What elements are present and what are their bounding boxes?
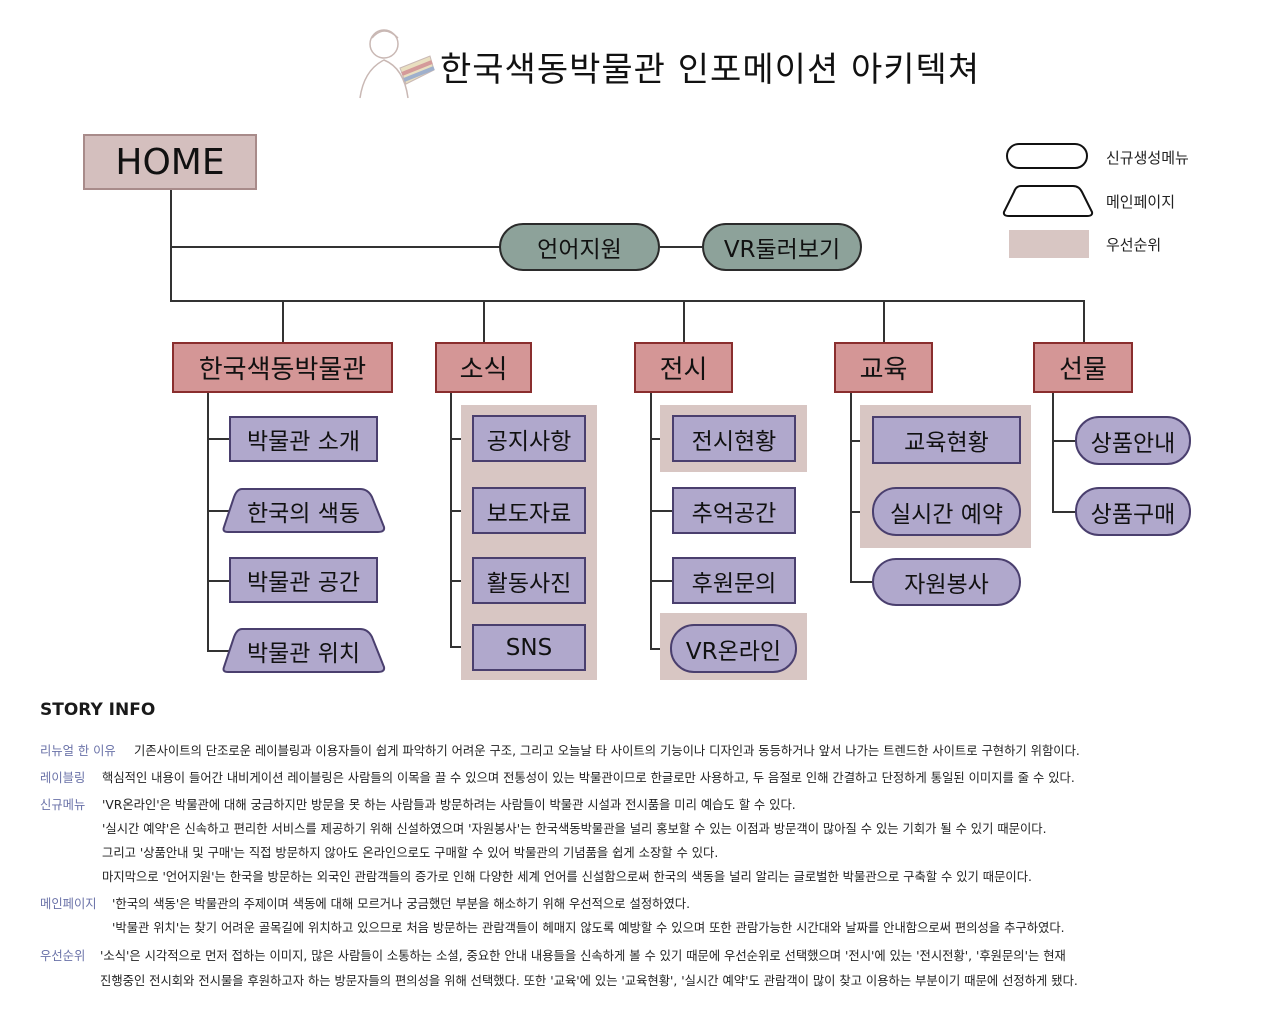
story-heading: STORY INFO <box>40 700 156 720</box>
legend-main-page-swatch <box>1001 184 1095 218</box>
story-label-main-page: 메인페이지 <box>40 897 97 911</box>
story-label-labeling: 레이블링 <box>40 771 86 785</box>
menu-notice[interactable]: 공지사항 <box>472 415 586 462</box>
menu-activity-photos[interactable]: 활동사진 <box>472 557 586 604</box>
menu-exhibit-status[interactable]: 전시현황 <box>672 415 796 462</box>
story-text: 그리고 '상품안내 및 구매'는 직접 방문하지 않아도 온라인으로도 구매할 … <box>102 846 719 860</box>
page-title: 한국색동박물관 인포메이션 아키텍쳐 <box>440 50 981 90</box>
menu-museum-space[interactable]: 박물관 공간 <box>229 557 378 603</box>
story-label-priority: 우선순위 <box>40 949 86 963</box>
story-text: 진행중인 전시회와 전시물을 후원하고자 하는 방문자들의 편의성을 위해 선택… <box>100 974 1078 988</box>
story-text: 'VR온라인'은 박물관에 대해 궁금하지만 방문을 못 하는 사람들과 방문하… <box>102 798 796 812</box>
museum-logo-illustration <box>350 18 440 102</box>
menu-memory-space[interactable]: 추억공간 <box>672 487 796 534</box>
story-text: '한국의 색동'은 박물관의 주제이며 색동에 대해 모르거나 궁금했던 부분을… <box>112 897 690 911</box>
legend-main-page-label: 메인페이지 <box>1106 193 1176 211</box>
story-text: 핵심적인 내용이 들어간 내비게이션 레이블링은 사람들의 이목을 끌 수 있으… <box>102 771 1075 785</box>
category-museum[interactable]: 한국색동박물관 <box>172 342 393 393</box>
legend-priority-label: 우선순위 <box>1106 236 1162 254</box>
menu-museum-location[interactable]: 박물관 위치 <box>220 627 387 674</box>
story-text: '박물관 위치'는 찾기 어려운 골목길에 위치하고 있으므로 처음 방문하는 … <box>112 921 1065 935</box>
legend-new-menu-label: 신규생성메뉴 <box>1106 149 1189 167</box>
category-education[interactable]: 교육 <box>834 342 933 393</box>
story-text: '실시간 예약'은 신속하고 편리한 서비스를 제공하기 위해 신설하였으며 '… <box>102 822 1047 836</box>
story-text: 기존사이트의 단조로운 레이블링과 이용자들이 쉽게 파악하기 어려운 구조, … <box>134 744 1080 758</box>
menu-realtime-reservation[interactable]: 실시간 예약 <box>872 487 1021 536</box>
menu-product-purchase[interactable]: 상품구매 <box>1075 487 1191 536</box>
story-label-renewal: 리뉴얼 한 이유 <box>40 744 116 758</box>
category-gift[interactable]: 선물 <box>1033 342 1133 393</box>
menu-vr-online[interactable]: VR온라인 <box>670 624 797 673</box>
home-node[interactable]: HOME <box>83 134 257 190</box>
menu-product-info[interactable]: 상품안내 <box>1075 416 1191 465</box>
legend-trapezoid-icon <box>1002 185 1094 217</box>
menu-volunteer[interactable]: 자원봉사 <box>872 558 1021 606</box>
legend-new-menu-swatch <box>1006 143 1088 169</box>
story-text: '소식'은 시각적으로 먼저 접하는 이미지, 많은 사람들이 소통하는 소셜,… <box>100 949 1066 963</box>
story-label-new-menu: 신규메뉴 <box>40 798 86 812</box>
menu-education-status[interactable]: 교육현황 <box>872 416 1021 464</box>
main-page-shape-icon <box>222 488 386 533</box>
menu-vr-tour[interactable]: VR둘러보기 <box>702 223 862 271</box>
menu-korean-saekdong-label: 한국의 색동 <box>246 500 361 527</box>
menu-language-support[interactable]: 언어지원 <box>499 223 660 271</box>
menu-sponsor-inquiry[interactable]: 후원문의 <box>672 557 796 604</box>
menu-press[interactable]: 보도자료 <box>472 487 586 534</box>
story-text: 마지막으로 '언어지원'는 한국을 방문하는 외국인 관람객들의 증가로 인해 … <box>102 870 1032 884</box>
menu-museum-intro[interactable]: 박물관 소개 <box>229 416 378 462</box>
menu-sns[interactable]: SNS <box>472 624 586 671</box>
menu-museum-location-label: 박물관 위치 <box>246 640 361 667</box>
category-news[interactable]: 소식 <box>435 342 532 393</box>
legend-priority-swatch <box>1009 230 1089 258</box>
main-page-shape-icon <box>222 628 386 673</box>
menu-korean-saekdong[interactable]: 한국의 색동 <box>220 487 387 534</box>
category-exhibition[interactable]: 전시 <box>634 342 733 393</box>
